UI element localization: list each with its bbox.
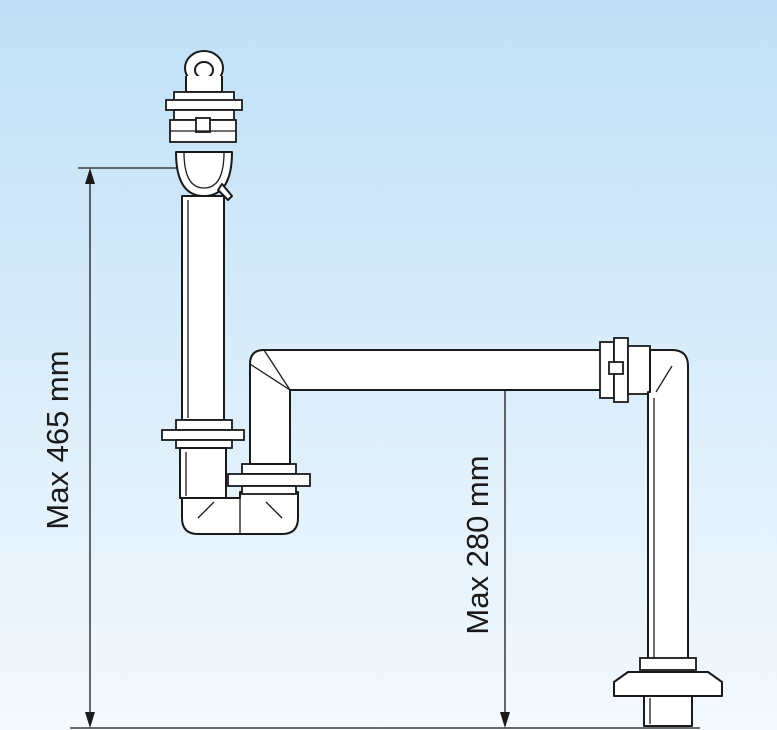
wall-coupling <box>599 337 651 403</box>
dimension-label-max-465: Max 465 mm <box>40 350 75 529</box>
tail-pipe <box>181 195 225 421</box>
floor-flange <box>613 657 723 727</box>
trap-body <box>179 447 299 535</box>
drain-head <box>165 50 243 201</box>
dimension-label-max-280: Max 280 mm <box>460 455 495 634</box>
horizontal-pipe <box>249 349 605 465</box>
trap-outlet <box>227 463 311 495</box>
drop-pipe <box>647 349 689 661</box>
trap-nut-left <box>161 419 245 449</box>
